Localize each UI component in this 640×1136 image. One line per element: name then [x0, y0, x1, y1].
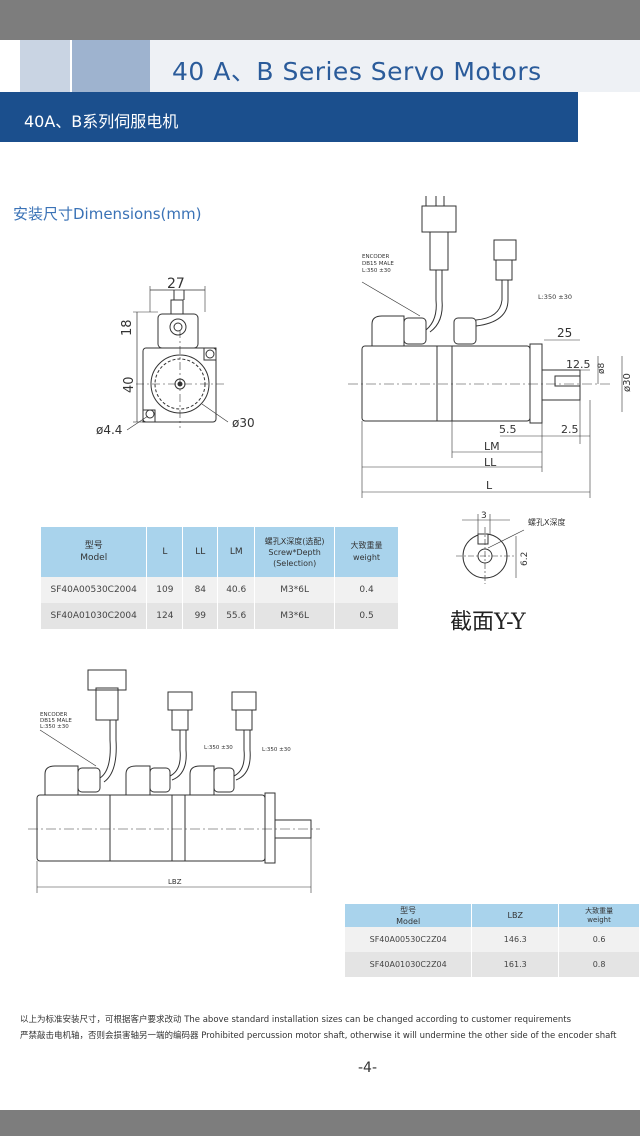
- table-cell: SF40A01030C2004: [41, 603, 148, 629]
- encoder-label-line3: L:350 ±30: [362, 268, 391, 274]
- table-a-header-ll: LL: [182, 527, 219, 577]
- section-yy-caption: 截面Y-Y: [450, 610, 526, 635]
- encoder-label-line1: ENCODER: [362, 254, 389, 260]
- spec-table-b: 型号 Model LBZ 大致重量 weight SF40A00530C2Z04…: [345, 904, 640, 977]
- page-subtitle: 40A、B系列伺服电机: [24, 112, 179, 131]
- front-dim-flange: 40: [122, 376, 137, 393]
- side-dim-25: 25: [557, 326, 572, 340]
- section-yy-drawing: [456, 514, 525, 584]
- brake-view-drawing: [28, 669, 320, 893]
- table-row: SF40A01030C2004 124 99 55.6 M3*6L 0.5: [41, 603, 399, 629]
- subtitle-band: [0, 92, 578, 142]
- side-dim-5-5: 5.5: [499, 423, 517, 436]
- dimensions-section-title: 安装尺寸Dimensions(mm): [13, 205, 202, 223]
- table-row: SF40A00530C2Z04 146.3 0.6: [345, 927, 640, 952]
- table-cell: SF40A00530C2004: [41, 577, 148, 603]
- table-cell: M3*6L: [254, 603, 336, 629]
- table-cell: 124: [146, 603, 184, 629]
- front-dim-width: 27: [167, 276, 185, 292]
- table-b-header-lbz: LBZ: [471, 904, 560, 927]
- header-accent-mid: [72, 40, 150, 92]
- table-cell: 0.4: [334, 577, 399, 603]
- brake-dim-lbz: LBZ: [168, 878, 182, 886]
- brake-cable-label-2: L:350 ±30: [262, 747, 291, 753]
- side-dim-12-5: 12.5: [566, 358, 591, 371]
- brake-cable-label-1: L:350 ±30: [204, 745, 233, 751]
- brake-encoder-label-line2: DB15 MALE: [40, 718, 72, 724]
- bottom-bar: [0, 1110, 640, 1136]
- table-cell: SF40A00530C2Z04: [345, 927, 473, 952]
- spec-table-a: 型号 Model L LL LM 螺孔X深度(选配) Screw*Depth (…: [41, 527, 399, 629]
- table-row: SF40A00530C2004 109 84 40.6 M3*6L 0.4: [41, 577, 399, 603]
- table-a-header-model: 型号 Model: [41, 527, 148, 577]
- table-a-header-l: L: [146, 527, 184, 577]
- table-a-header-screw: 螺孔X深度(选配) Screw*Depth (Selection): [254, 527, 336, 577]
- footnote-installation: 以上为标准安装尺寸，可根据客户要求改动 The above standard i…: [20, 1015, 571, 1025]
- brake-encoder-label-line1: ENCODER: [40, 712, 67, 718]
- table-cell: 146.3: [471, 927, 560, 952]
- front-dim-shaft: 18: [120, 319, 135, 336]
- page-title: 40 A、B Series Servo Motors: [172, 57, 542, 86]
- table-cell: 40.6: [217, 577, 256, 603]
- page-number: -4-: [358, 1060, 378, 1076]
- table-cell: 99: [182, 603, 219, 629]
- footnote-warning: 严禁敲击电机轴，否则会损害轴另一端的编码器 Prohibited percuss…: [20, 1031, 617, 1041]
- side-dim-l: L: [486, 479, 493, 492]
- brake-encoder-label-line3: L:350 ±30: [40, 724, 69, 730]
- table-cell: 161.3: [471, 952, 560, 977]
- table-cell: 109: [146, 577, 184, 603]
- front-dim-pilot: ø30: [232, 416, 255, 430]
- section-dim-6-2: 6.2: [520, 552, 530, 566]
- front-dim-hole: ø4.4: [96, 423, 122, 437]
- table-a-header-weight: 大致重量 weight: [334, 527, 399, 577]
- front-view-drawing: [126, 286, 229, 431]
- table-cell: 0.8: [558, 952, 640, 977]
- table-b-header-weight: 大致重量 weight: [558, 904, 640, 927]
- header-accent-light: [20, 40, 70, 92]
- table-cell: 0.6: [558, 927, 640, 952]
- side-dim-2-5: 2.5: [561, 423, 579, 436]
- cable-length-label: L:350 ±30: [538, 293, 572, 301]
- table-b-header-model: 型号 Model: [345, 904, 473, 927]
- section-screw-label: 螺孔X深度: [528, 517, 565, 527]
- header-title-background: [150, 40, 640, 92]
- section-dim-3: 3: [481, 511, 487, 521]
- table-cell: M3*6L: [254, 577, 336, 603]
- table-a-header-lm: LM: [217, 527, 256, 577]
- table-cell: SF40A01030C2Z04: [345, 952, 473, 977]
- encoder-label-line2: DB15 MALE: [362, 261, 394, 267]
- table-cell: 55.6: [217, 603, 256, 629]
- side-view-drawing: [348, 196, 623, 498]
- table-cell: 84: [182, 577, 219, 603]
- side-dim-lm: LM: [484, 440, 500, 453]
- table-row: SF40A01030C2Z04 161.3 0.8: [345, 952, 640, 977]
- table-cell: 0.5: [334, 603, 399, 629]
- side-dim-d8: ø8: [597, 362, 607, 374]
- side-dim-ll: LL: [484, 456, 497, 469]
- side-dim-d30: ø30: [622, 373, 633, 392]
- top-bar: [0, 0, 640, 40]
